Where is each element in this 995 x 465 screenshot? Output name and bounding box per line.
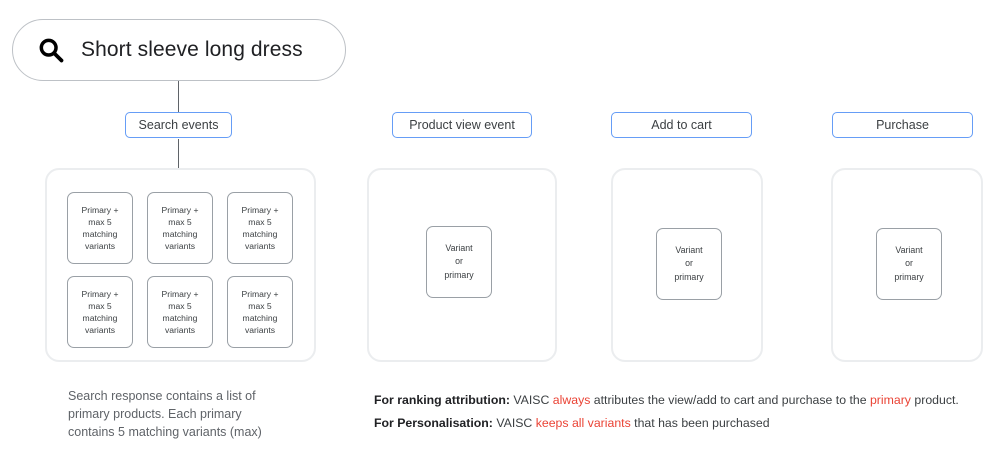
variant-card: Primary + max 5 matching variants (227, 192, 293, 264)
search-query-text: Short sleeve long dress (81, 38, 303, 61)
variant-or-primary-card: Variant or primary (876, 228, 942, 300)
note-part2: attributes the view/add to cart and purc… (590, 393, 870, 407)
stage-box-add-to-cart: Variant or primary (611, 168, 763, 362)
note-highlight-keeps-all-variants: keeps all variants (535, 416, 631, 430)
stage-label-add-to-cart[interactable]: Add to cart (611, 112, 752, 138)
note-part2: that has been purchased (630, 416, 770, 430)
stage-label-purchase[interactable]: Purchase (832, 112, 973, 138)
variant-card: Primary + max 5 matching variants (147, 192, 213, 264)
note-highlight-primary: primary (869, 393, 911, 407)
variant-or-primary-card: Variant or primary (426, 226, 492, 298)
connector-label-to-box (178, 139, 179, 169)
variant-or-primary-card: Variant or primary (656, 228, 722, 300)
note-part3: product. (910, 393, 959, 407)
note-lead: For ranking attribution: (374, 393, 510, 407)
note-personalisation: For Personalisation: VAISC keeps all var… (374, 415, 770, 432)
stage-label-text: Add to cart (651, 118, 712, 132)
stage-label-text: Product view event (409, 118, 515, 132)
variant-card: Primary + max 5 matching variants (67, 276, 133, 348)
stage-label-text: Search events (138, 118, 219, 132)
stage-box-search-events: Primary + max 5 matching variants Primar… (45, 168, 316, 362)
variant-card: Primary + max 5 matching variants (67, 192, 133, 264)
search-icon (39, 38, 64, 63)
connector-pill-to-label (178, 81, 179, 113)
search-response-caption: Search response contains a list of prima… (68, 389, 262, 439)
stage-label-product-view-event[interactable]: Product view event (392, 112, 532, 138)
variant-card: Primary + max 5 matching variants (227, 276, 293, 348)
note-lead: For Personalisation: (374, 416, 493, 430)
variant-card: Primary + max 5 matching variants (147, 276, 213, 348)
note-part1: VAISC (492, 416, 536, 430)
stage-box-product-view-event: Variant or primary (367, 168, 557, 362)
stage-box-purchase: Variant or primary (831, 168, 983, 362)
stage-label-text: Purchase (876, 118, 929, 132)
search-pill[interactable]: Short sleeve long dress (12, 19, 346, 81)
note-highlight-always: always (552, 393, 591, 407)
note-ranking-attribution: For ranking attribution: VAISC always at… (374, 392, 959, 409)
note-part1: VAISC (509, 393, 553, 407)
stage-label-search-events[interactable]: Search events (125, 112, 232, 138)
